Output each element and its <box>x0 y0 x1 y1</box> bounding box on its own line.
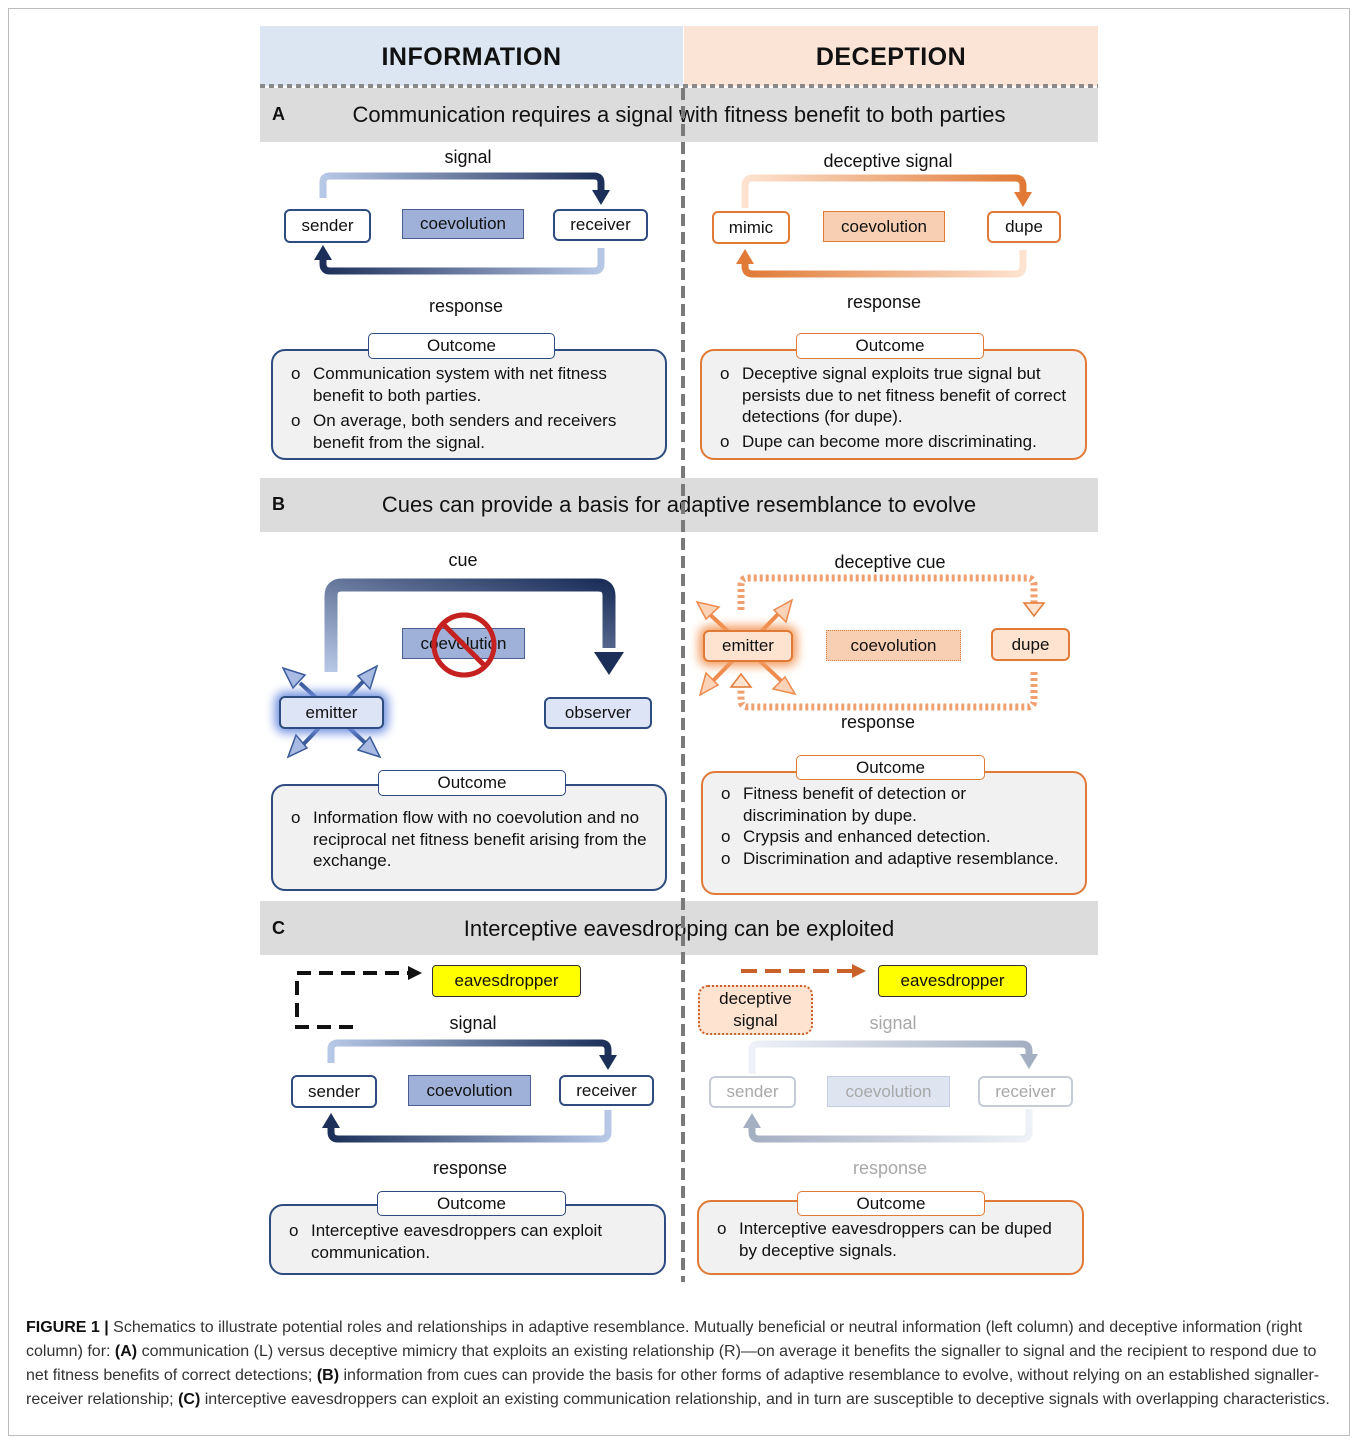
caption-a-text: communication (L) versus deceptive mimic… <box>26 1343 1317 1384</box>
sender-node: sender <box>291 1075 377 1108</box>
cue-label: cue <box>448 550 478 570</box>
outcome-box-c-left: Interceptive eavesdroppers can exploit c… <box>269 1204 666 1275</box>
caption-c-label: (C) <box>178 1391 201 1408</box>
response-arrow-c <box>327 1110 612 1143</box>
signal-arrow-c <box>327 1039 612 1063</box>
outcome-list: Communication system with net fitness be… <box>291 363 651 453</box>
outcome-title: Outcome <box>797 1191 985 1216</box>
outcome-bullet: Deceptive signal exploits true signal bu… <box>720 363 1071 428</box>
outcome-bullet: Crypsis and enhanced detection. <box>721 826 1071 848</box>
information-header-bg <box>260 26 683 86</box>
response-label: response <box>846 292 922 312</box>
panel-c-band: C Interceptive eavesdropping can be expl… <box>260 901 1098 955</box>
deceptive-cue-label: deceptive cue <box>834 552 946 572</box>
receiver-node: receiver <box>978 1076 1073 1107</box>
figure-frame <box>8 8 1350 1436</box>
deception-header-bg <box>684 26 1098 86</box>
outcome-title: Outcome <box>378 770 566 796</box>
emitter-node: emitter <box>703 630 793 662</box>
eavesdrop-path <box>295 971 410 1029</box>
outcome-bullet: On average, both senders and receivers b… <box>291 410 651 453</box>
outcome-list: Deceptive signal exploits true signal bu… <box>720 363 1071 452</box>
receiver-node: receiver <box>553 209 648 241</box>
outcome-bullet: Fitness benefit of detection or discrimi… <box>721 783 1071 826</box>
coevolution-node: coevolution <box>402 209 524 239</box>
deceptive-signal-text: deceptive signal <box>719 989 792 1030</box>
sender-node: sender <box>284 209 371 243</box>
figure-caption: FIGURE 1 | Schematics to illustrate pote… <box>26 1316 1336 1412</box>
panel-c-title: Interceptive eavesdropping can be exploi… <box>463 916 895 941</box>
panel-c-letter: C <box>272 918 285 938</box>
signal-label: signal <box>869 1013 917 1033</box>
panel-b-band: B Cues can provide a basis for adaptive … <box>260 478 1098 532</box>
receiver-node: receiver <box>559 1075 654 1106</box>
signal-label: signal <box>444 147 492 167</box>
response-arrow <box>319 248 605 275</box>
panel-a-letter: A <box>272 104 285 124</box>
panel-a-title: Communication requires a signal with fit… <box>352 102 1006 127</box>
outcome-list: Interceptive eavesdroppers can be duped … <box>717 1218 1068 1265</box>
dupe-node: dupe <box>991 628 1070 661</box>
panel-a-band: A Communication requires a signal with f… <box>260 88 1098 142</box>
signal-arrow-faded <box>748 1040 1033 1074</box>
outcome-title: Outcome <box>796 333 984 359</box>
caption-a-label: (A) <box>114 1343 138 1360</box>
coevolution-node: coevolution <box>823 211 945 242</box>
outcome-bullet: Interceptive eavesdroppers can exploit c… <box>289 1220 650 1263</box>
observer-node: observer <box>544 697 652 729</box>
deceptive-signal-arrow <box>741 174 1027 208</box>
outcome-box-b-right: Fitness benefit of detection or discrimi… <box>701 771 1087 895</box>
mimic-response-arrow <box>741 250 1027 278</box>
caption-b-text: information from cues can provide the ba… <box>26 1367 1320 1408</box>
response-label: response <box>432 1158 508 1178</box>
outcome-title: Outcome <box>377 1191 566 1216</box>
outcome-bullet: Interceptive eavesdroppers can be duped … <box>717 1218 1068 1261</box>
panel-b-letter: B <box>272 494 285 514</box>
deception-header: DECEPTION <box>815 42 967 71</box>
deceptive-cue-arrow <box>737 574 1038 610</box>
signal-label: signal <box>449 1013 497 1033</box>
caption-intro: Schematics to illustrate potential roles… <box>26 1319 1303 1360</box>
coevolution-node: coevolution <box>827 1076 950 1107</box>
outcome-list: Information flow with no coevolution and… <box>291 807 651 876</box>
deceptive-signal-label: deceptive signal <box>823 151 953 171</box>
outcome-list: Fitness benefit of detection or discrimi… <box>721 783 1071 869</box>
outcome-list: Interceptive eavesdroppers can exploit c… <box>289 1220 650 1267</box>
outcome-title: Outcome <box>368 333 555 359</box>
coevolution-node: coevolution <box>408 1075 531 1106</box>
deceptive-signal-node: deceptive signal <box>698 985 813 1035</box>
deceptive-cue-response-arrow <box>737 672 1038 711</box>
response-label: response <box>428 296 504 316</box>
response-label: response <box>840 712 916 732</box>
outcome-bullet: Dupe can become more discriminating. <box>720 431 1071 453</box>
response-label: response <box>852 1158 928 1178</box>
outcome-title: Outcome <box>796 755 985 780</box>
cue-arrow <box>324 578 616 672</box>
outcome-bullet: Communication system with net fitness be… <box>291 363 651 406</box>
panel-b-title: Cues can provide a basis for adaptive re… <box>381 492 977 517</box>
eavesdropper-node: eavesdropper <box>432 965 581 997</box>
information-header: INFORMATION <box>381 42 562 71</box>
response-arrow-faded <box>748 1109 1033 1143</box>
sender-node: sender <box>709 1076 796 1108</box>
caption-c-text: interceptive eavesdroppers can exploit a… <box>200 1391 1330 1408</box>
coevolution-node: coevolution <box>826 630 961 661</box>
mimic-node: mimic <box>712 211 790 244</box>
outcome-bullet: Information flow with no coevolution and… <box>291 807 651 872</box>
caption-label: FIGURE 1 | <box>26 1319 109 1336</box>
outcome-bullet: Discrimination and adaptive resemblance. <box>721 848 1071 870</box>
dupe-node: dupe <box>987 211 1061 243</box>
signal-arrow <box>319 172 605 198</box>
eavesdropper-node: eavesdropper <box>878 965 1027 997</box>
emitter-node: emitter <box>279 696 384 729</box>
outcome-box-b-left: Information flow with no coevolution and… <box>271 784 667 891</box>
caption-b-label: (B) <box>316 1367 340 1384</box>
